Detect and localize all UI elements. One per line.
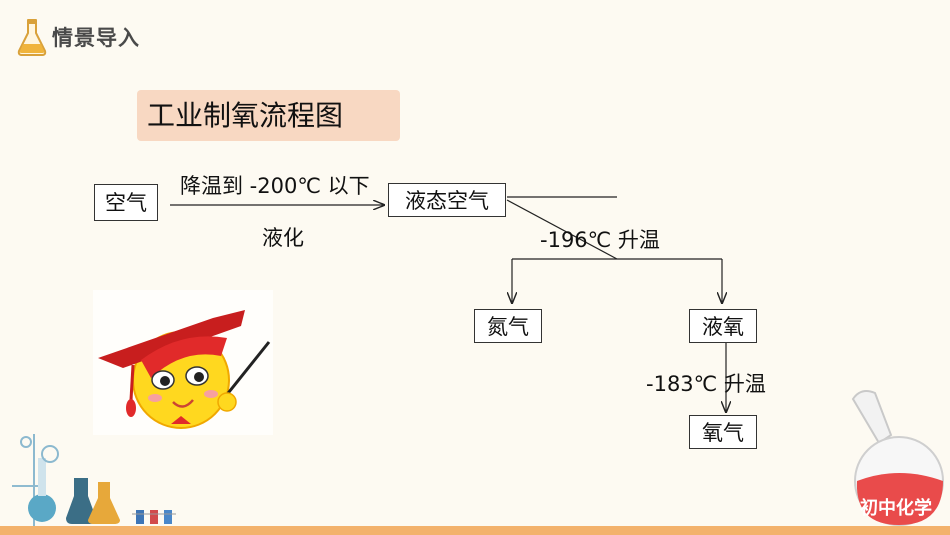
badge-text: 初中化学 <box>860 498 932 519</box>
label-liquefy: 液化 <box>262 226 304 250</box>
flask-icon <box>16 18 48 56</box>
node-air: 空气 <box>94 184 158 221</box>
label-warm-183: -183℃ 升温 <box>646 372 766 396</box>
node-oxygen: 氧气 <box>689 415 757 449</box>
diagram-title: 工业制氧流程图 <box>137 90 400 141</box>
mascot-graduate-smiley <box>93 290 273 435</box>
header-title: 情景导入 <box>52 26 140 50</box>
label-cool: 降温到 -200℃ 以下 <box>180 174 370 198</box>
node-liquid-air: 液态空气 <box>388 183 506 217</box>
chemistry-flask-badge <box>843 385 950 526</box>
label-warm-196: -196℃ 升温 <box>540 228 660 252</box>
lab-glassware-decoration <box>8 430 183 526</box>
bottom-accent-bar <box>0 526 950 535</box>
split-lines <box>506 196 726 412</box>
node-liquid-oxygen: 液氧 <box>689 309 757 343</box>
node-nitrogen: 氮气 <box>474 309 542 343</box>
